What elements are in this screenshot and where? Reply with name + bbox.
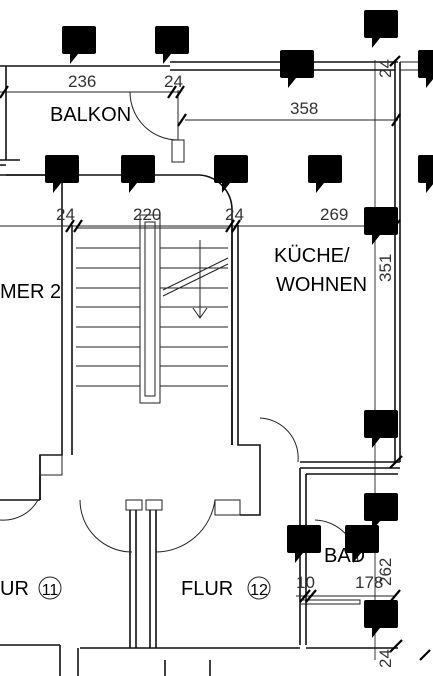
dim-24-mid: 24: [225, 205, 244, 224]
room-labels: BALKON KÜCHE/ WOHNEN MER 2 UR 11 FLUR 12…: [0, 104, 367, 600]
dim-220: 220: [133, 205, 161, 224]
room-number-11: 11: [42, 582, 59, 599]
comment-note-icon[interactable]: [364, 600, 398, 638]
room-label-balkon: BALKON: [50, 104, 131, 126]
comment-note-icon[interactable]: [364, 207, 398, 245]
dim-10: 10: [296, 573, 315, 592]
room-label-wohnen: WOHNEN: [276, 274, 367, 296]
comment-note-icon[interactable]: [155, 26, 189, 64]
dim-358: 358: [290, 99, 318, 118]
dim-24-right-top: 24: [376, 59, 395, 78]
room-label-kueche: KÜCHE/: [274, 245, 350, 267]
room-number-circle-11: [38, 576, 62, 600]
room-label-flur11: UR: [0, 578, 29, 600]
dimension-labels: 236 24 358 24 220 24 269 10 178 24 351 2…: [56, 59, 395, 668]
comment-note-icon[interactable]: [418, 155, 433, 193]
comment-note-icon[interactable]: [280, 50, 314, 88]
comment-note-icon[interactable]: [214, 155, 248, 193]
dim-24-top: 24: [164, 72, 183, 91]
room-label-zimmer2: MER 2: [0, 281, 61, 303]
dim-351: 351: [376, 254, 395, 282]
stair-treads: [76, 214, 229, 404]
dim-24-left: 24: [56, 205, 75, 224]
dim-262: 262: [376, 558, 395, 586]
room-label-flur12: FLUR: [181, 578, 233, 600]
dim-24-bottom: 24: [376, 649, 395, 668]
comment-note-icon[interactable]: [364, 10, 398, 48]
room-number-circle-12: [247, 576, 271, 600]
dimension-lines: [0, 55, 433, 661]
comment-note-icon[interactable]: [364, 410, 398, 448]
dim-269: 269: [320, 205, 348, 224]
dim-178: 178: [355, 573, 383, 592]
comment-note-icon[interactable]: [121, 155, 155, 193]
room-number-12: 12: [250, 582, 268, 599]
comment-note-icon[interactable]: [62, 26, 96, 64]
comment-note-icon[interactable]: [308, 155, 342, 193]
comment-note-icon[interactable]: [418, 50, 433, 88]
dim-236: 236: [68, 72, 96, 91]
comment-note-icon[interactable]: [287, 525, 321, 563]
